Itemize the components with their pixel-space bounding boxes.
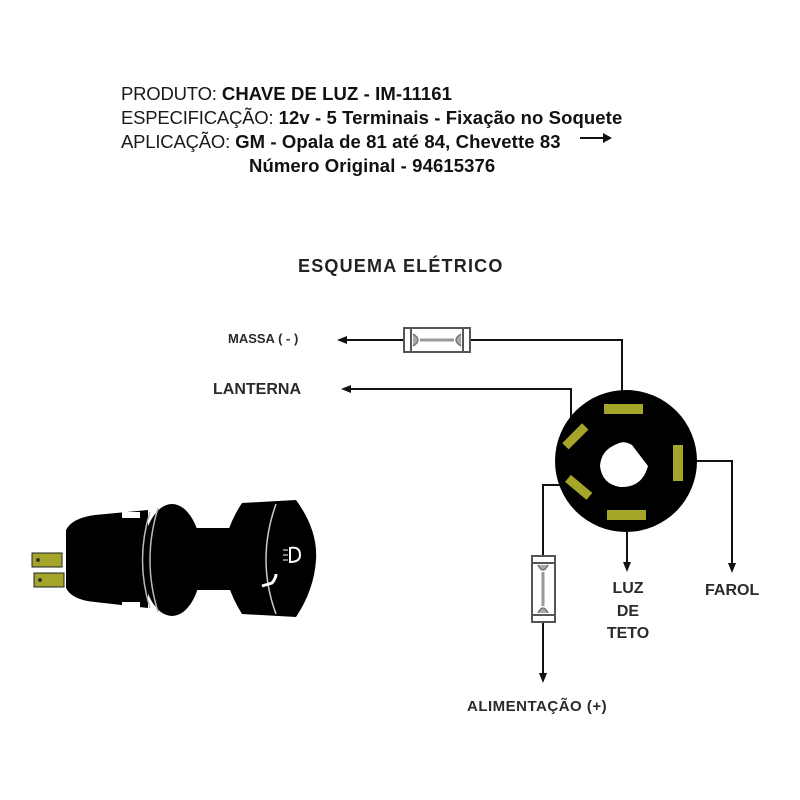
arrow-right-icon: [579, 133, 612, 144]
product-value: CHAVE DE LUZ - IM-11161: [221, 83, 453, 104]
product-row: PRODUTO: CHAVE DE LUZ - IM-11161: [121, 82, 622, 106]
application-row: APLICAÇÃO: GM - Opala de 81 até 84, Chev…: [121, 130, 622, 154]
socket-center-hole: [600, 442, 648, 488]
farol-label: FAROL: [705, 582, 760, 599]
diagram-title: ESQUEMA ELÉTRICO: [298, 256, 504, 276]
terminal-right: [673, 445, 683, 481]
terminal-bottom: [607, 510, 646, 520]
product-label: PRODUTO:: [121, 83, 217, 104]
light-bulb-icon: [289, 546, 302, 564]
lanterna-label: LANTERNA: [213, 381, 301, 398]
terminal-lower-left: [565, 474, 593, 500]
luz-label: LUZ: [612, 580, 644, 597]
alimentacao-wire: [539, 484, 563, 683]
massa-label: MASSA ( - ): [228, 331, 299, 346]
original-number-row: Número Original - 94615376: [121, 154, 622, 178]
terminal-upper-left: [562, 423, 589, 450]
specification-value: 12v - 5 Terminais - Fixação no Soquete: [278, 107, 623, 128]
teto-label: TETO: [606, 625, 650, 642]
terminal-top: [604, 404, 643, 414]
indicator-mark: [261, 573, 278, 588]
specification-row: ESPECIFICAÇÃO: 12v - 5 Terminais - Fixaç…: [121, 106, 622, 130]
fuse-icon: [403, 327, 471, 353]
specification-label: ESPECIFICAÇÃO:: [121, 107, 274, 128]
product-info: PRODUTO: CHAVE DE LUZ - IM-11161 ESPECIF…: [121, 82, 622, 178]
socket-connector: [555, 390, 697, 532]
farol-wire: [690, 460, 736, 573]
original-number: Número Original - 94615376: [249, 155, 496, 176]
lanterna-wire: [341, 385, 572, 420]
massa-wire: [337, 336, 623, 394]
light-switch-illustration: [31, 500, 317, 617]
alimentacao-label: ALIMENTAÇÃO (+): [467, 698, 608, 715]
application-label: APLICAÇÃO:: [121, 131, 231, 152]
de-label: DE: [616, 603, 640, 620]
application-value: GM - Opala de 81 até 84, Chevette 83: [235, 131, 561, 152]
fuse-icon: [531, 555, 556, 623]
